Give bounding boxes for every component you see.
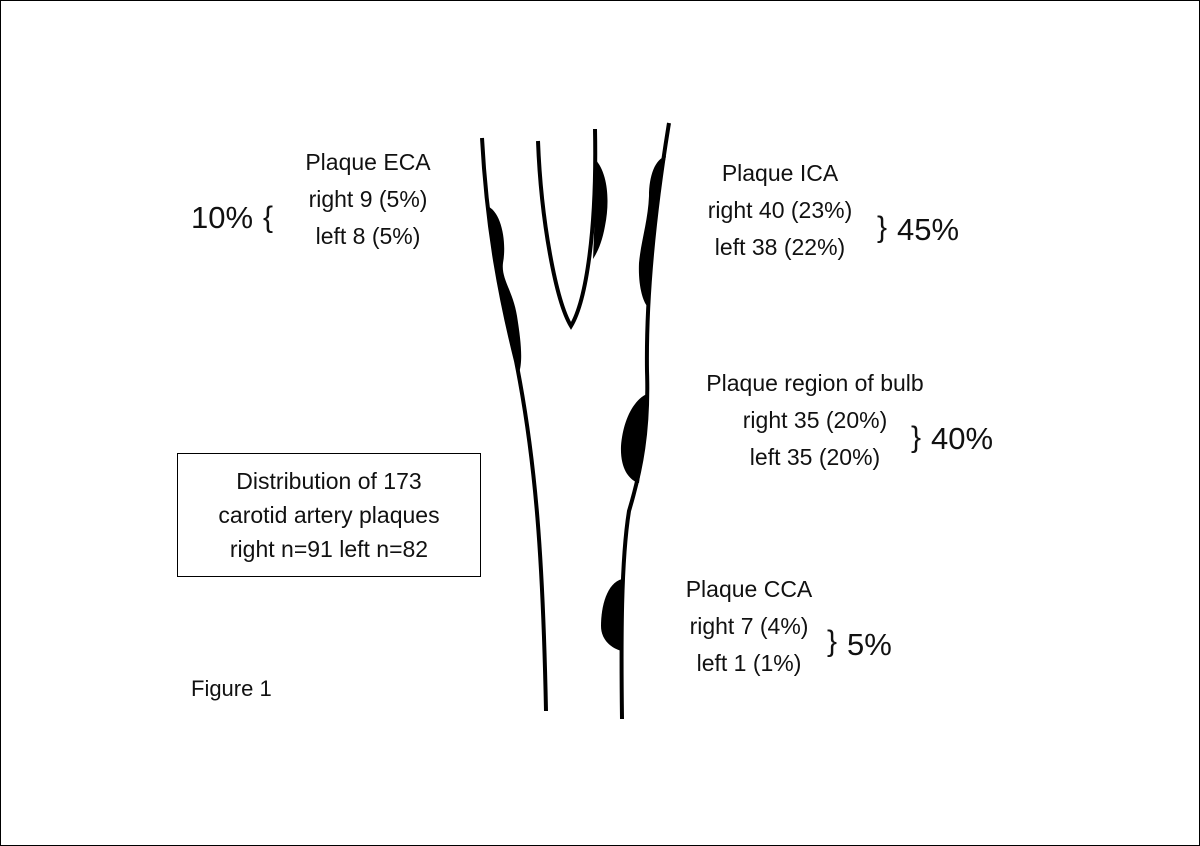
plaque-cca [601,579,622,651]
bulb-brace: } [911,421,922,454]
summary-line-3: right n=91 left n=82 [229,536,429,562]
eca-brace: { [263,201,274,234]
ica-label: Plaque ICA right 40 (23%) left 38 (22%) [681,155,879,266]
cca-right: right 7 (4%) [689,613,809,639]
cca-title: Plaque CCA [685,576,813,602]
plaque-bulb [620,393,649,483]
cca-left: left 1 (1%) [696,650,802,676]
ica-brace: } [877,211,888,244]
ica-right: right 40 (23%) [707,197,853,223]
summary-box: Distribution of 173 carotid artery plaqu… [177,453,481,577]
plaque-ica-outer [638,156,666,306]
figure-label: Figure 1 [191,676,272,701]
plaque-ica-inner [593,159,608,259]
ica-total: 45% [897,212,960,247]
plaque-eca [487,206,522,373]
bulb-left: left 35 (20%) [749,444,881,470]
cca-total: 5% [847,627,892,662]
eca-label: Plaque ECA right 9 (5%) left 8 (5%) [283,144,453,255]
bulb-right: right 35 (20%) [742,407,888,433]
cca-brace: } [827,625,838,658]
ica-title: Plaque ICA [721,160,839,186]
eca-title: Plaque ECA [305,149,431,175]
eca-left: left 8 (5%) [315,223,421,249]
summary-line-1: Distribution of 173 [236,468,422,494]
eca-total: 10% [191,200,254,235]
bulb-title: Plaque region of bulb [706,370,924,396]
eca-right: right 9 (5%) [308,186,428,212]
bulb-total: 40% [931,421,994,456]
bulb-label: Plaque region of bulb right 35 (20%) lef… [677,365,953,476]
bifurcation-wall [536,128,598,330]
summary-line-2: carotid artery plaques [218,502,440,528]
ica-left: left 38 (22%) [714,234,846,260]
cca-label: Plaque CCA right 7 (4%) left 1 (1%) [665,571,833,682]
